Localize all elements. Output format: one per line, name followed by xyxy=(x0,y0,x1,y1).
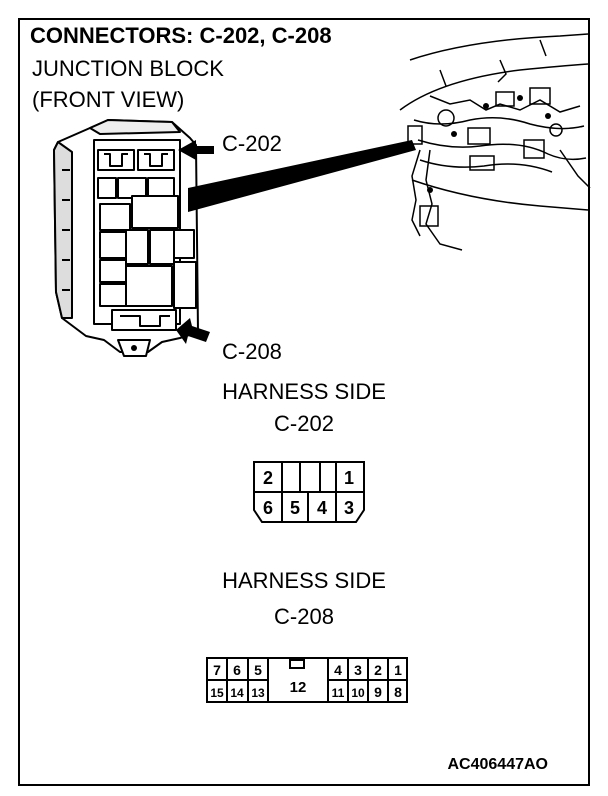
c202-harness-side-heading: HARNESS SIDE xyxy=(222,379,386,404)
c208-pin-1: 1 xyxy=(394,662,402,678)
c208-pin-14: 14 xyxy=(230,686,244,700)
c202-arrow xyxy=(178,140,214,160)
c208-arrow xyxy=(176,318,210,344)
c208-pin-2: 2 xyxy=(374,662,382,678)
c202-pin-2: 2 xyxy=(263,468,273,488)
c202-pin-5: 5 xyxy=(290,498,300,518)
c208-pin-3: 3 xyxy=(354,662,362,678)
junction-block-label: JUNCTION BLOCK xyxy=(32,56,224,81)
diagram-frame xyxy=(18,18,590,786)
c208-pin-10: 10 xyxy=(351,686,365,700)
c208-harness-side-heading: HARNESS SIDE xyxy=(222,568,386,593)
front-view-label: (FRONT VIEW) xyxy=(32,87,185,112)
c202-pin-4: 4 xyxy=(317,498,327,518)
diagram-title: CONNECTORS: C-202, C-208 xyxy=(30,23,332,48)
c208-callout-label: C-208 xyxy=(222,339,282,364)
leader-beam xyxy=(188,140,416,212)
c208-connector-name: C-208 xyxy=(274,604,334,629)
figure-code: AC406447AO xyxy=(447,756,549,773)
c202-connector-name: C-202 xyxy=(274,411,334,436)
c208-pin-4: 4 xyxy=(334,662,342,678)
c208-pin-12: 12 xyxy=(290,679,307,696)
vehicle-harness-sketch xyxy=(399,33,591,251)
c202-pin-6: 6 xyxy=(263,498,273,518)
c202-callout-label: C-202 xyxy=(222,131,282,156)
c202-pin-1: 1 xyxy=(344,468,354,488)
vehicle-harness-fill xyxy=(427,95,551,193)
c208-pin-8: 8 xyxy=(394,684,402,700)
c208-pin-15: 15 xyxy=(210,686,224,700)
c208-pin-6: 6 xyxy=(233,662,241,678)
c208-pin-9: 9 xyxy=(374,684,382,700)
c208-pin-7: 7 xyxy=(213,662,221,678)
c208-pin-11: 11 xyxy=(332,686,345,700)
c202-pin-3: 3 xyxy=(344,498,354,518)
c208-pin-13: 13 xyxy=(251,686,265,700)
c208-pin-5: 5 xyxy=(254,662,262,678)
